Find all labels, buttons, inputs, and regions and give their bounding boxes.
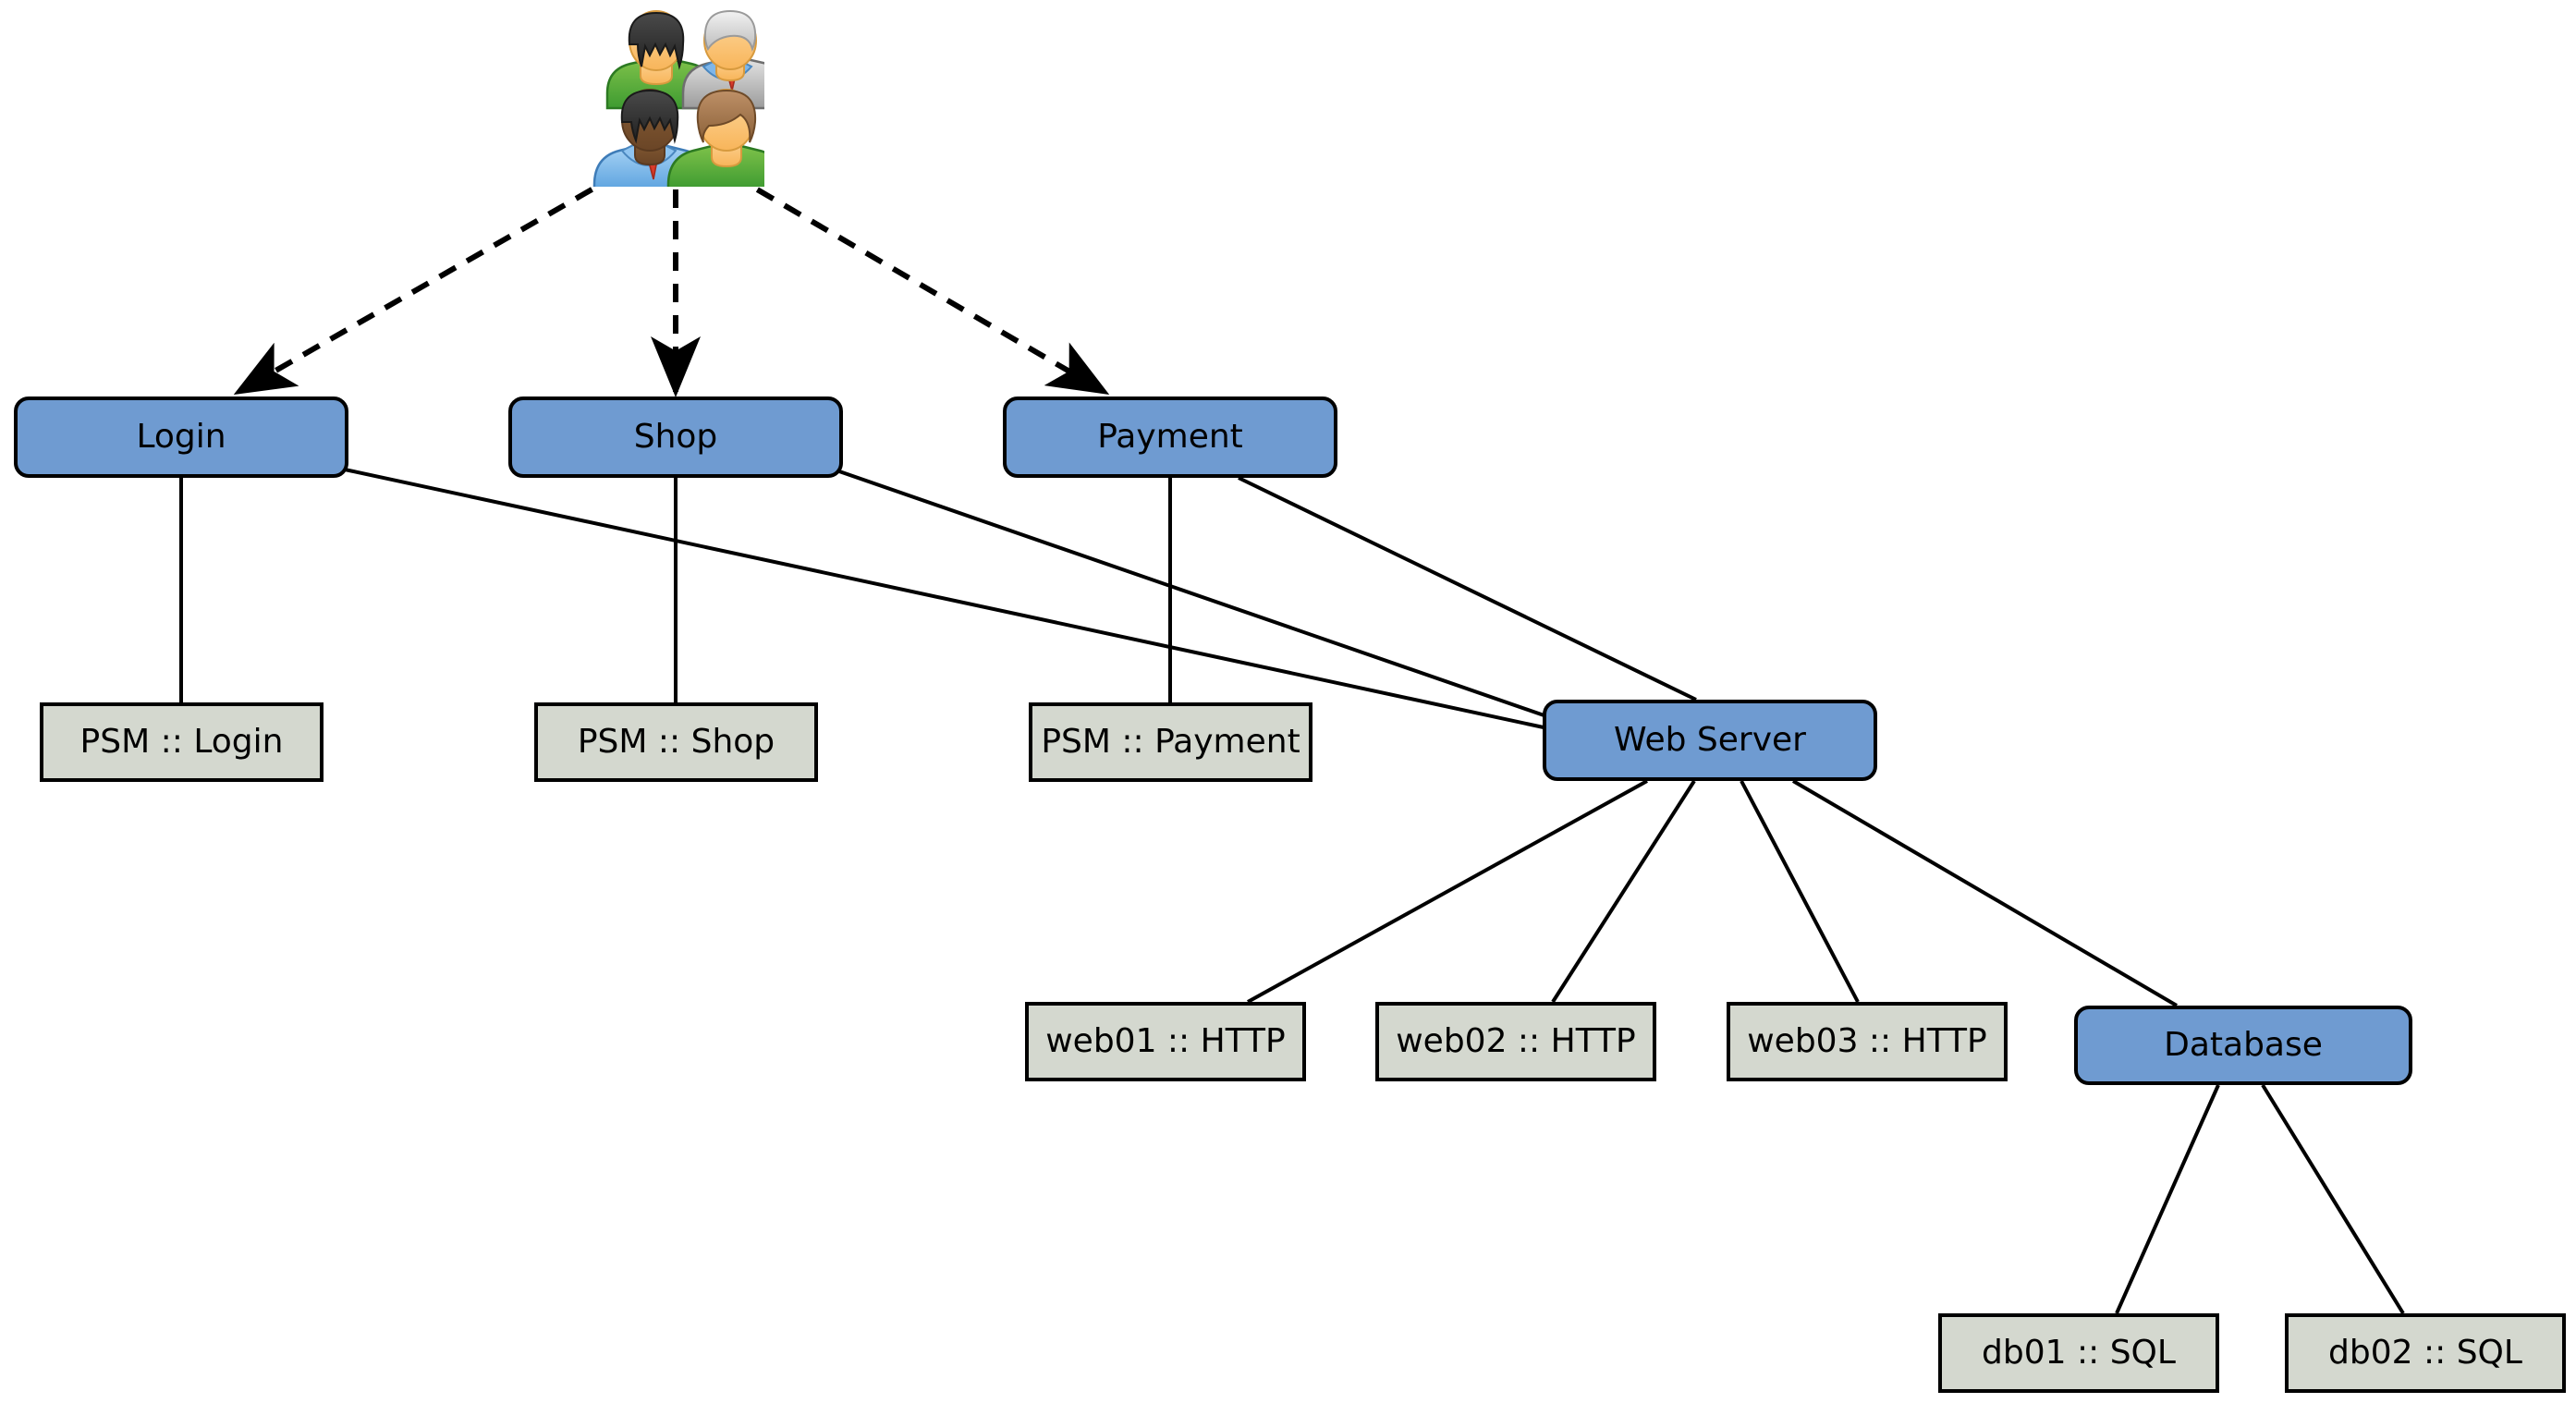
node-label-psm-shop: PSM :: Shop [577, 723, 775, 761]
node-psm-payment[interactable]: PSM :: Payment [1029, 702, 1312, 782]
node-web01[interactable]: web01 :: HTTP [1025, 1002, 1306, 1081]
edge-webserver-web02 [1551, 779, 1696, 1004]
node-label-web-server: Web Server [1614, 721, 1806, 759]
node-label-payment: Payment [1097, 418, 1243, 456]
node-login[interactable]: Login [14, 396, 348, 478]
node-label-db02: db02 :: SQL [2328, 1334, 2522, 1372]
edge-webserver-web01 [1247, 779, 1648, 1004]
edge-database-db02 [2261, 1083, 2405, 1315]
node-label-web03: web03 :: HTTP [1747, 1022, 1987, 1060]
edge-webserver-database [1791, 779, 2179, 1007]
node-label-web02: web02 :: HTTP [1396, 1022, 1636, 1060]
edge-actor-login [233, 171, 621, 395]
node-label-login: Login [136, 418, 226, 456]
node-label-db01: db01 :: SQL [1982, 1334, 2176, 1372]
edge-webserver-web03 [1740, 780, 1860, 1003]
node-shop[interactable]: Shop [508, 396, 843, 478]
node-db02[interactable]: db02 :: SQL [2285, 1313, 2566, 1393]
edge-login-webserver [344, 468, 1557, 732]
node-label-psm-payment: PSM :: Payment [1041, 723, 1300, 761]
node-psm-login[interactable]: PSM :: Login [40, 702, 324, 782]
node-label-database: Database [2164, 1026, 2323, 1064]
users-group-icon [585, 4, 792, 190]
node-database[interactable]: Database [2074, 1006, 2412, 1085]
users-group-svg [592, 9, 792, 190]
edge-database-db01 [2115, 1084, 2220, 1314]
node-payment[interactable]: Payment [1003, 396, 1337, 478]
node-label-shop: Shop [633, 418, 718, 456]
node-label-psm-login: PSM :: Login [79, 723, 284, 761]
node-web02[interactable]: web02 :: HTTP [1375, 1002, 1656, 1081]
node-web-server[interactable]: Web Server [1543, 700, 1877, 781]
node-web03[interactable]: web03 :: HTTP [1727, 1002, 2008, 1081]
node-db01[interactable]: db01 :: SQL [1938, 1313, 2219, 1393]
edge-payment-webserver [1238, 476, 1697, 702]
edge-actor-payment [728, 171, 1110, 396]
node-label-web01: web01 :: HTTP [1045, 1022, 1286, 1060]
edge-shop-webserver [838, 470, 1556, 721]
node-psm-shop[interactable]: PSM :: Shop [534, 702, 818, 782]
person-front-right [666, 89, 787, 190]
